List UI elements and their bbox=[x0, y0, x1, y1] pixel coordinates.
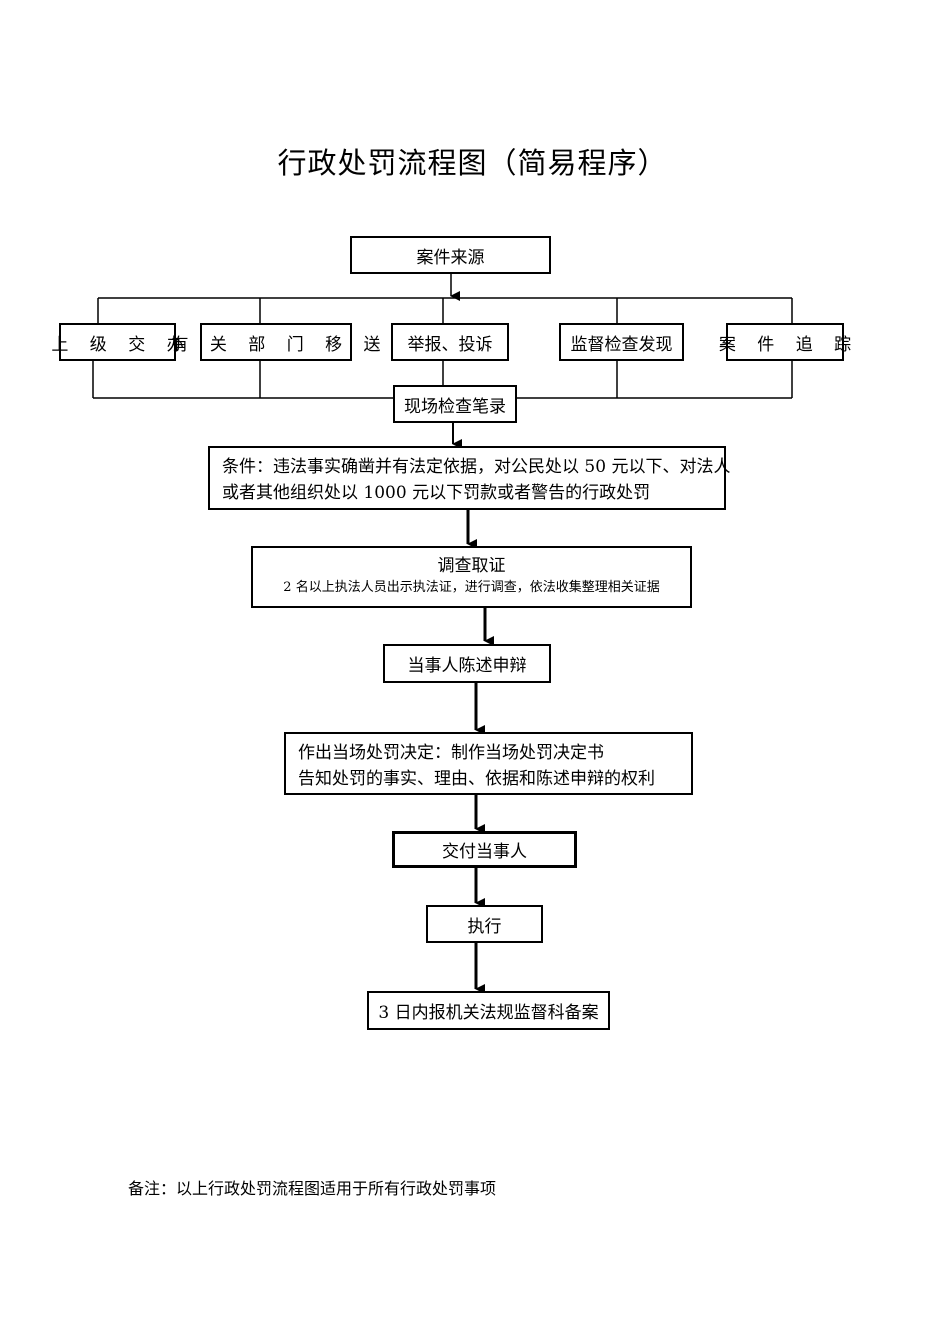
investigation-title: 调查取证 bbox=[437, 556, 506, 576]
condition-line-1: 条件：违法事实确凿并有法定依据，对公民处以 50 元以下、对法人 bbox=[222, 457, 731, 477]
node-branch-superior: 上 级 交 办 bbox=[51, 323, 184, 361]
node-record: 3 日内报机关法规监督科备案 bbox=[367, 991, 610, 1030]
node-branch-department: 有 关 部 门 移 送 bbox=[171, 323, 381, 361]
condition-line-2: 或者其他组织处以 1000 元以下罚款或者警告的行政处罚 bbox=[222, 483, 651, 503]
decision-line-2: 告知处罚的事实、理由、依据和陈述申辩的权利 bbox=[298, 769, 655, 789]
node-onsite-inspection: 现场检查笔录 bbox=[393, 385, 517, 423]
node-branch-tracking: 案 件 追 踪 bbox=[719, 323, 851, 361]
node-case-source: 案件来源 bbox=[350, 236, 551, 274]
node-deliver: 交付当事人 bbox=[392, 831, 577, 868]
node-branch-report: 举报、投诉 bbox=[391, 323, 509, 361]
footnote: 备注：以上行政处罚流程图适用于所有行政处罚事项 bbox=[128, 1179, 497, 1198]
node-decision: 作出当场处罚决定：制作当场处罚决定书 告知处罚的事实、理由、依据和陈述申辩的权利 bbox=[284, 732, 693, 795]
node-execute: 执行 bbox=[426, 905, 543, 943]
investigation-detail: 2 名以上执法人员出示执法证，进行调查，依法收集整理相关证据 bbox=[283, 580, 660, 595]
page-title: 行政处罚流程图（简易程序） bbox=[277, 146, 668, 180]
node-statement: 当事人陈述申辩 bbox=[383, 644, 551, 683]
node-condition: 条件：违法事实确凿并有法定依据，对公民处以 50 元以下、对法人 或者其他组织处… bbox=[208, 446, 730, 510]
node-investigation: 调查取证 2 名以上执法人员出示执法证，进行调查，依法收集整理相关证据 bbox=[251, 546, 692, 608]
node-branch-supervision: 监督检查发现 bbox=[559, 323, 684, 361]
decision-line-1: 作出当场处罚决定：制作当场处罚决定书 bbox=[298, 743, 604, 763]
